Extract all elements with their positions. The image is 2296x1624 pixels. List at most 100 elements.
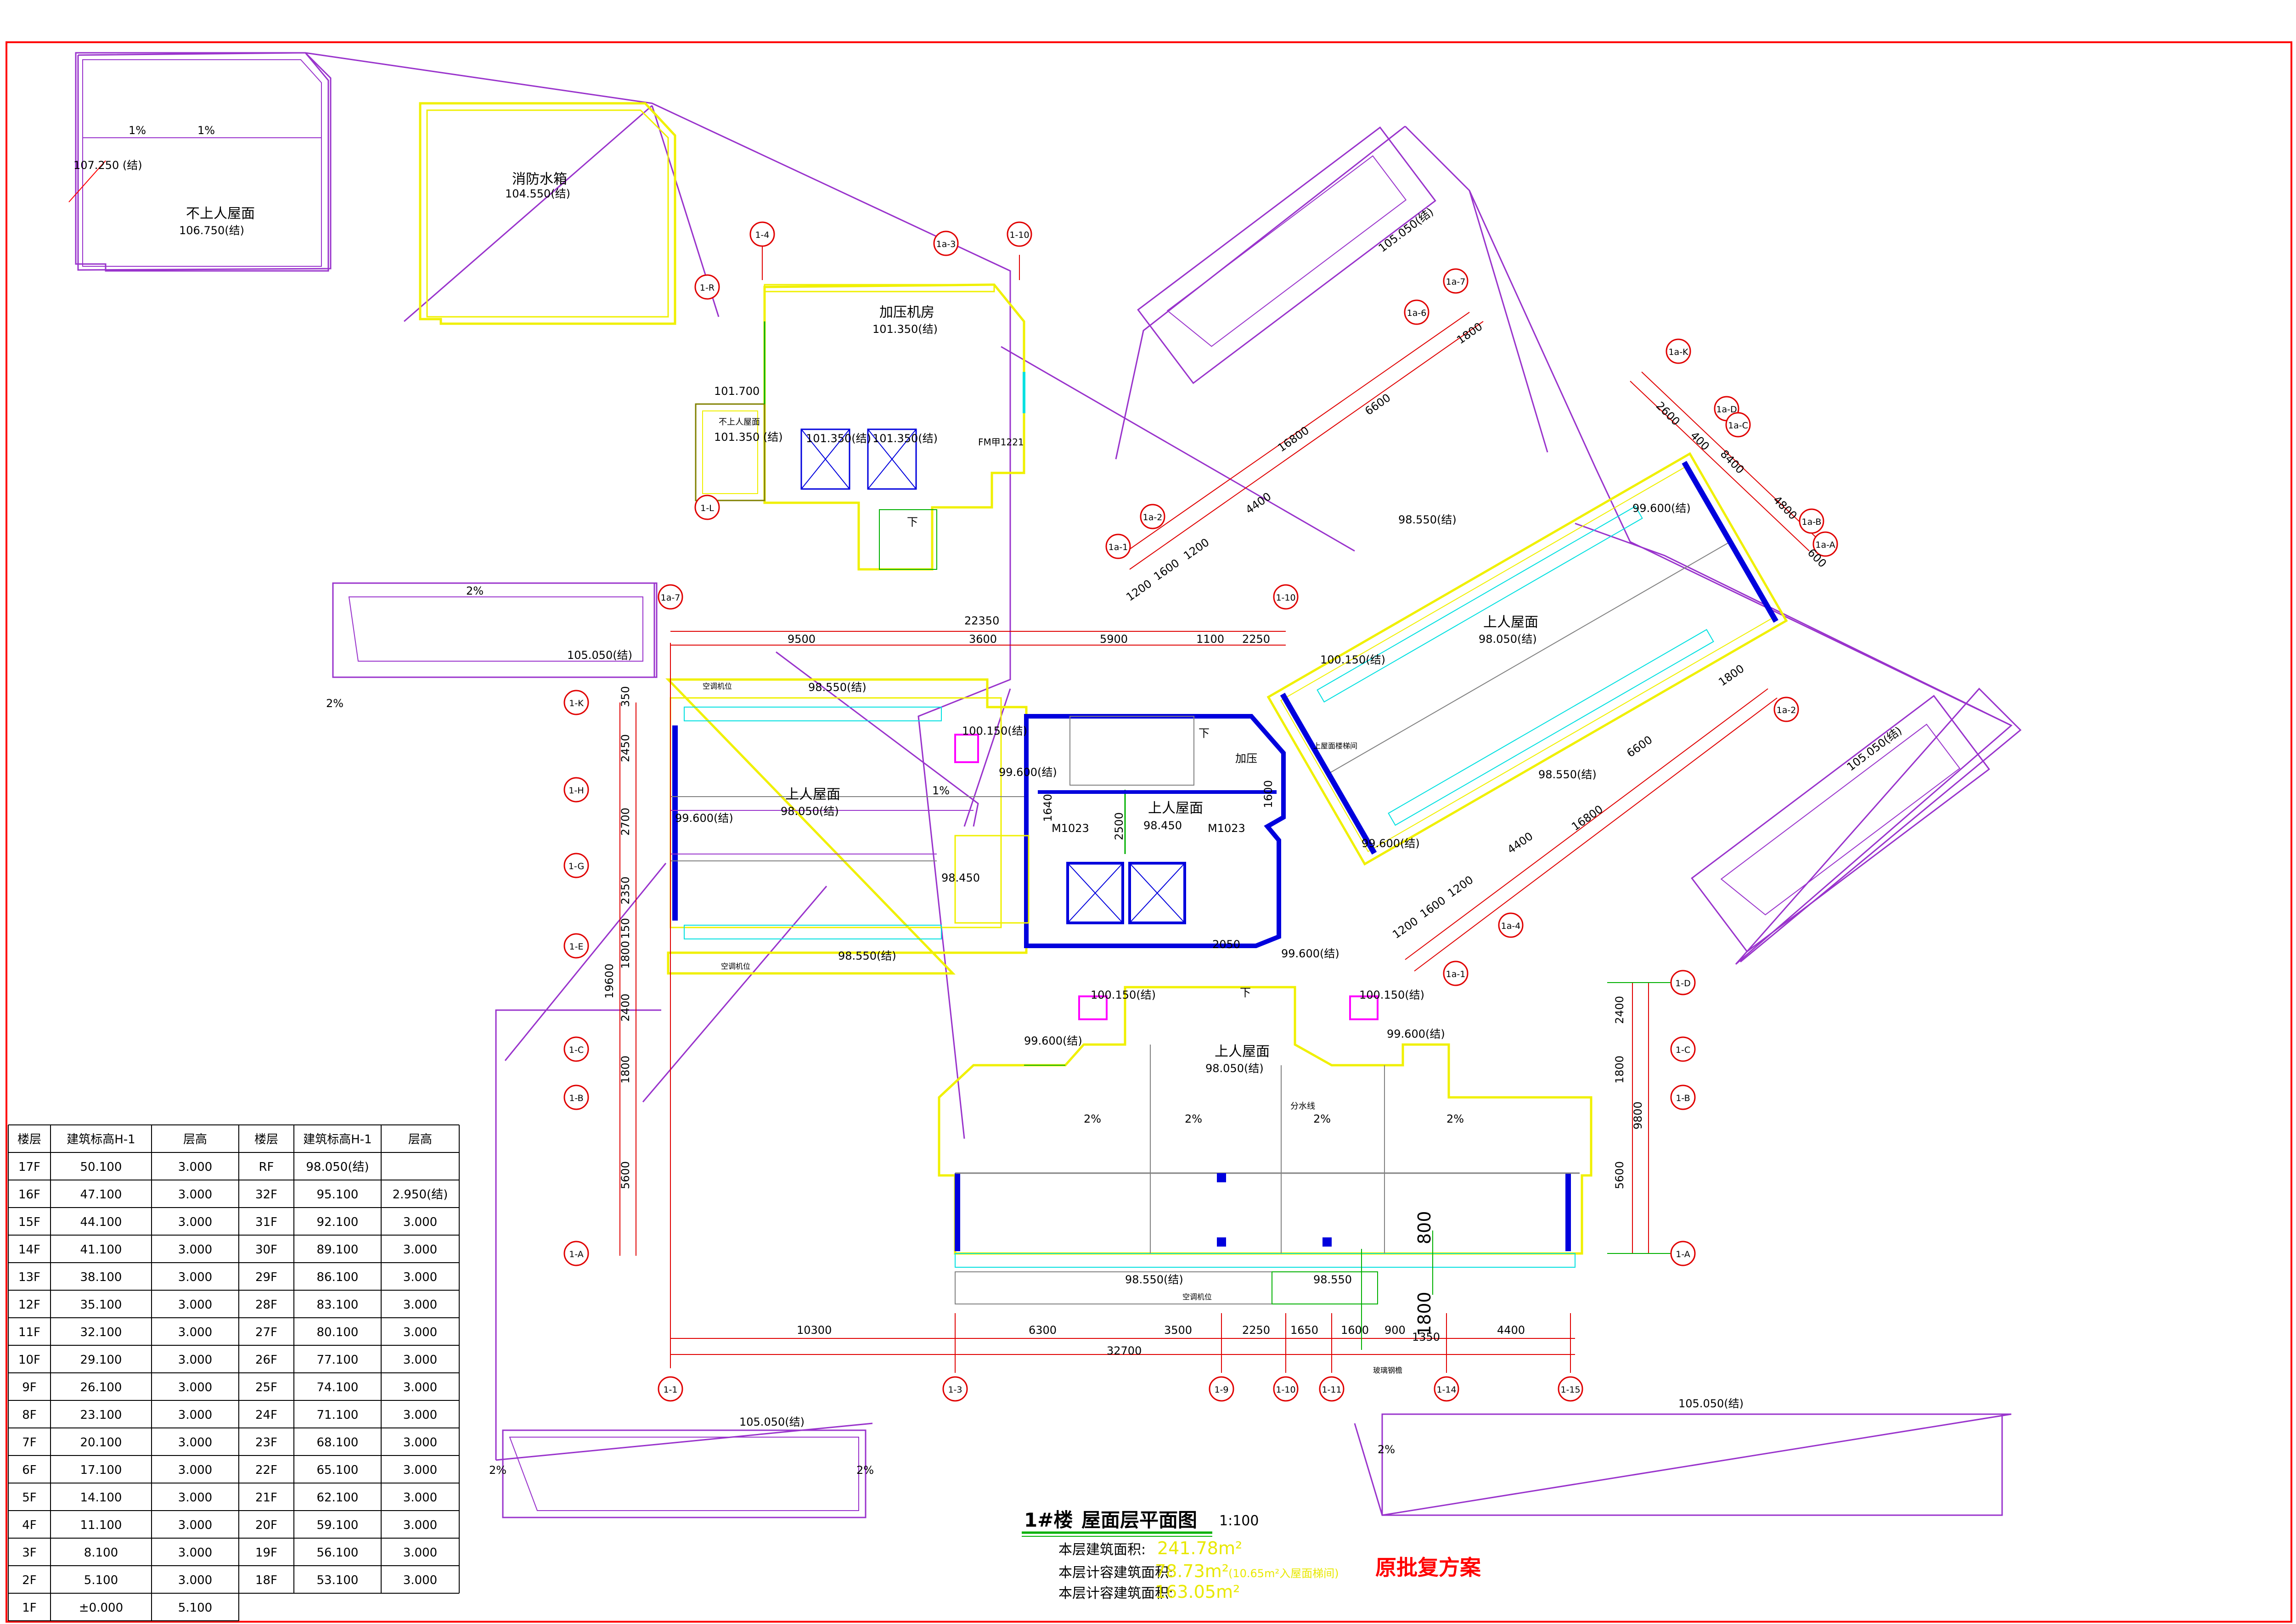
axis-oblique-bubble: 1a-B xyxy=(1799,508,1824,534)
pump-room-block xyxy=(695,283,1025,571)
axis-label: 1a-1 xyxy=(1109,542,1128,552)
dim-ob-15: 2600 xyxy=(1654,399,1683,428)
steel-frame-label: 玻璃钢檐 xyxy=(1373,1366,1402,1375)
table-cell: 19F xyxy=(255,1546,277,1560)
dim-left-7: 2400 xyxy=(619,994,632,1022)
axis-label: 1-D xyxy=(1675,978,1691,989)
axis-label: 1-B xyxy=(1676,1093,1690,1103)
calc-area-note: (10.65m²入屋面梯间) xyxy=(1228,1567,1339,1580)
dim-bot-3: 3500 xyxy=(1164,1324,1192,1337)
table-cell: 23F xyxy=(255,1436,277,1450)
table-cell: 3.000 xyxy=(403,1546,437,1560)
table-cell: 32.100 xyxy=(80,1326,122,1339)
left-dims: 350 2450 2700 2350 150 1800 2400 1800 56… xyxy=(603,686,632,1189)
air-label-b: 空调机位 xyxy=(721,962,750,971)
axis-top-bubble: 1a-3 xyxy=(933,230,959,256)
table-cell: 11F xyxy=(18,1326,40,1339)
axis-right-bubble: 1-C xyxy=(1670,1036,1696,1062)
dim-bot-4: 2250 xyxy=(1242,1324,1270,1337)
axis-label: 1-H xyxy=(568,786,584,796)
axis-circle xyxy=(1273,1376,1299,1402)
axis-circle xyxy=(1666,338,1691,364)
axis-label: 1-4 xyxy=(755,230,769,240)
axis-left-bubble: 1-H xyxy=(563,777,589,803)
axis-bottom-bubble: 1-1 xyxy=(658,1376,683,1402)
table-header-cell: 楼层 xyxy=(254,1133,278,1146)
table-cell: 71.100 xyxy=(317,1408,359,1422)
table-header-cell: 楼层 xyxy=(17,1133,41,1146)
table-cell: 3.000 xyxy=(403,1381,437,1394)
axis-label: 1-9 xyxy=(1214,1385,1228,1395)
axis-label: 1-11 xyxy=(1322,1385,1341,1395)
dim-bot-6: 1600 xyxy=(1341,1324,1369,1337)
elev-99600-c: 99.600(结) xyxy=(1281,947,1339,960)
axis-label: 1-10 xyxy=(1276,593,1295,603)
title-building: 1#楼 xyxy=(1024,1509,1073,1531)
axis-label: 1a-7 xyxy=(1446,277,1466,287)
dim-ob-16: 400 xyxy=(1688,429,1712,453)
dimension-lines xyxy=(619,243,1821,1373)
table-cell: 30F xyxy=(255,1243,277,1257)
no-access-roof-elev2: 107.250 (结) xyxy=(73,159,142,172)
axis-circle xyxy=(1443,961,1469,986)
axis-circle xyxy=(933,230,959,256)
table-cell: 56.100 xyxy=(317,1546,359,1560)
dim-ob-1: 1200 xyxy=(1124,577,1154,604)
table-cell: 65.100 xyxy=(317,1463,359,1477)
axis-circle xyxy=(563,933,589,959)
title-block: 1#楼 屋面层平面图 1:100 本层建筑面积: 241.78m² 本层计容建筑… xyxy=(1022,1509,1481,1602)
axis-label: 1-K xyxy=(569,698,584,708)
fire-tank-label: 消防水箱 xyxy=(512,171,567,187)
pump-room-elev: 101.350(结) xyxy=(872,323,938,336)
axis-oblique-bubble: 1a-2 xyxy=(1773,697,1799,722)
axis-label: 1a-B xyxy=(1802,517,1822,527)
table-cell: 3.000 xyxy=(178,1436,212,1450)
elev-98550-b: 98.550(结) xyxy=(838,950,896,962)
axis-label: 1a-K xyxy=(1668,347,1688,357)
slope-g: 2% xyxy=(489,1464,506,1477)
axis-label: 1-A xyxy=(1676,1249,1690,1259)
dim-top-2: 3600 xyxy=(969,633,997,646)
table-cell: 29F xyxy=(255,1270,277,1284)
roof-center-label: 上人屋面 xyxy=(1148,800,1203,816)
axis-circle xyxy=(563,1036,589,1062)
table-cell: 3.000 xyxy=(403,1491,437,1505)
axis-right-bubble: 1-D xyxy=(1670,970,1696,995)
table-cell: 15F xyxy=(18,1215,40,1229)
green-dims xyxy=(1024,982,1671,1350)
axis-circle xyxy=(1670,970,1696,995)
dim-ob-2: 1600 xyxy=(1151,556,1182,583)
dim-right-3: 5600 xyxy=(1613,1161,1626,1189)
table-cell: 10F xyxy=(18,1353,40,1367)
dim-left-3: 2700 xyxy=(619,808,632,836)
axis-label: 1a-3 xyxy=(936,239,956,249)
table-cell: 92.100 xyxy=(317,1215,359,1229)
table-cell: 83.100 xyxy=(317,1298,359,1312)
dim-bot-2: 6300 xyxy=(1029,1324,1057,1337)
elev-99600-e: 99.600(结) xyxy=(1387,1028,1445,1040)
table-cell: 3F xyxy=(22,1546,37,1560)
elev1-label: 101.350(结) xyxy=(806,432,871,445)
dim-ob-4: 4400 xyxy=(1243,490,1273,517)
table-header-cell: 建筑标高H-1 xyxy=(303,1133,371,1146)
table-cell: 1F xyxy=(22,1601,37,1615)
axis-circle xyxy=(1812,531,1838,557)
title-scale: 1:100 xyxy=(1219,1513,1259,1529)
axis-left-bubble: 1-G xyxy=(563,853,589,878)
dim-v-800: 800 xyxy=(1414,1211,1435,1244)
axis-circle xyxy=(1670,1036,1696,1062)
slope-i: 2% xyxy=(1378,1443,1395,1456)
dim-left-8: 1800 xyxy=(619,1056,632,1084)
axis-oblique-bubble: 1a-1 xyxy=(1443,961,1469,986)
slope-f: 2% xyxy=(466,584,484,597)
axis-circle xyxy=(1558,1376,1583,1402)
elev-98550-d: 98.550 xyxy=(1313,1273,1352,1286)
dim-ob-17: 8400 xyxy=(1718,447,1747,476)
axis-right-bubble: 1-A xyxy=(1670,1241,1696,1266)
slope-c: 2% xyxy=(1313,1113,1331,1125)
bottom-wing xyxy=(938,734,1593,1304)
dim-top-total: 22350 xyxy=(964,614,999,627)
table-cell: 26.100 xyxy=(80,1381,122,1394)
door2-label: M1023 xyxy=(1208,822,1245,835)
